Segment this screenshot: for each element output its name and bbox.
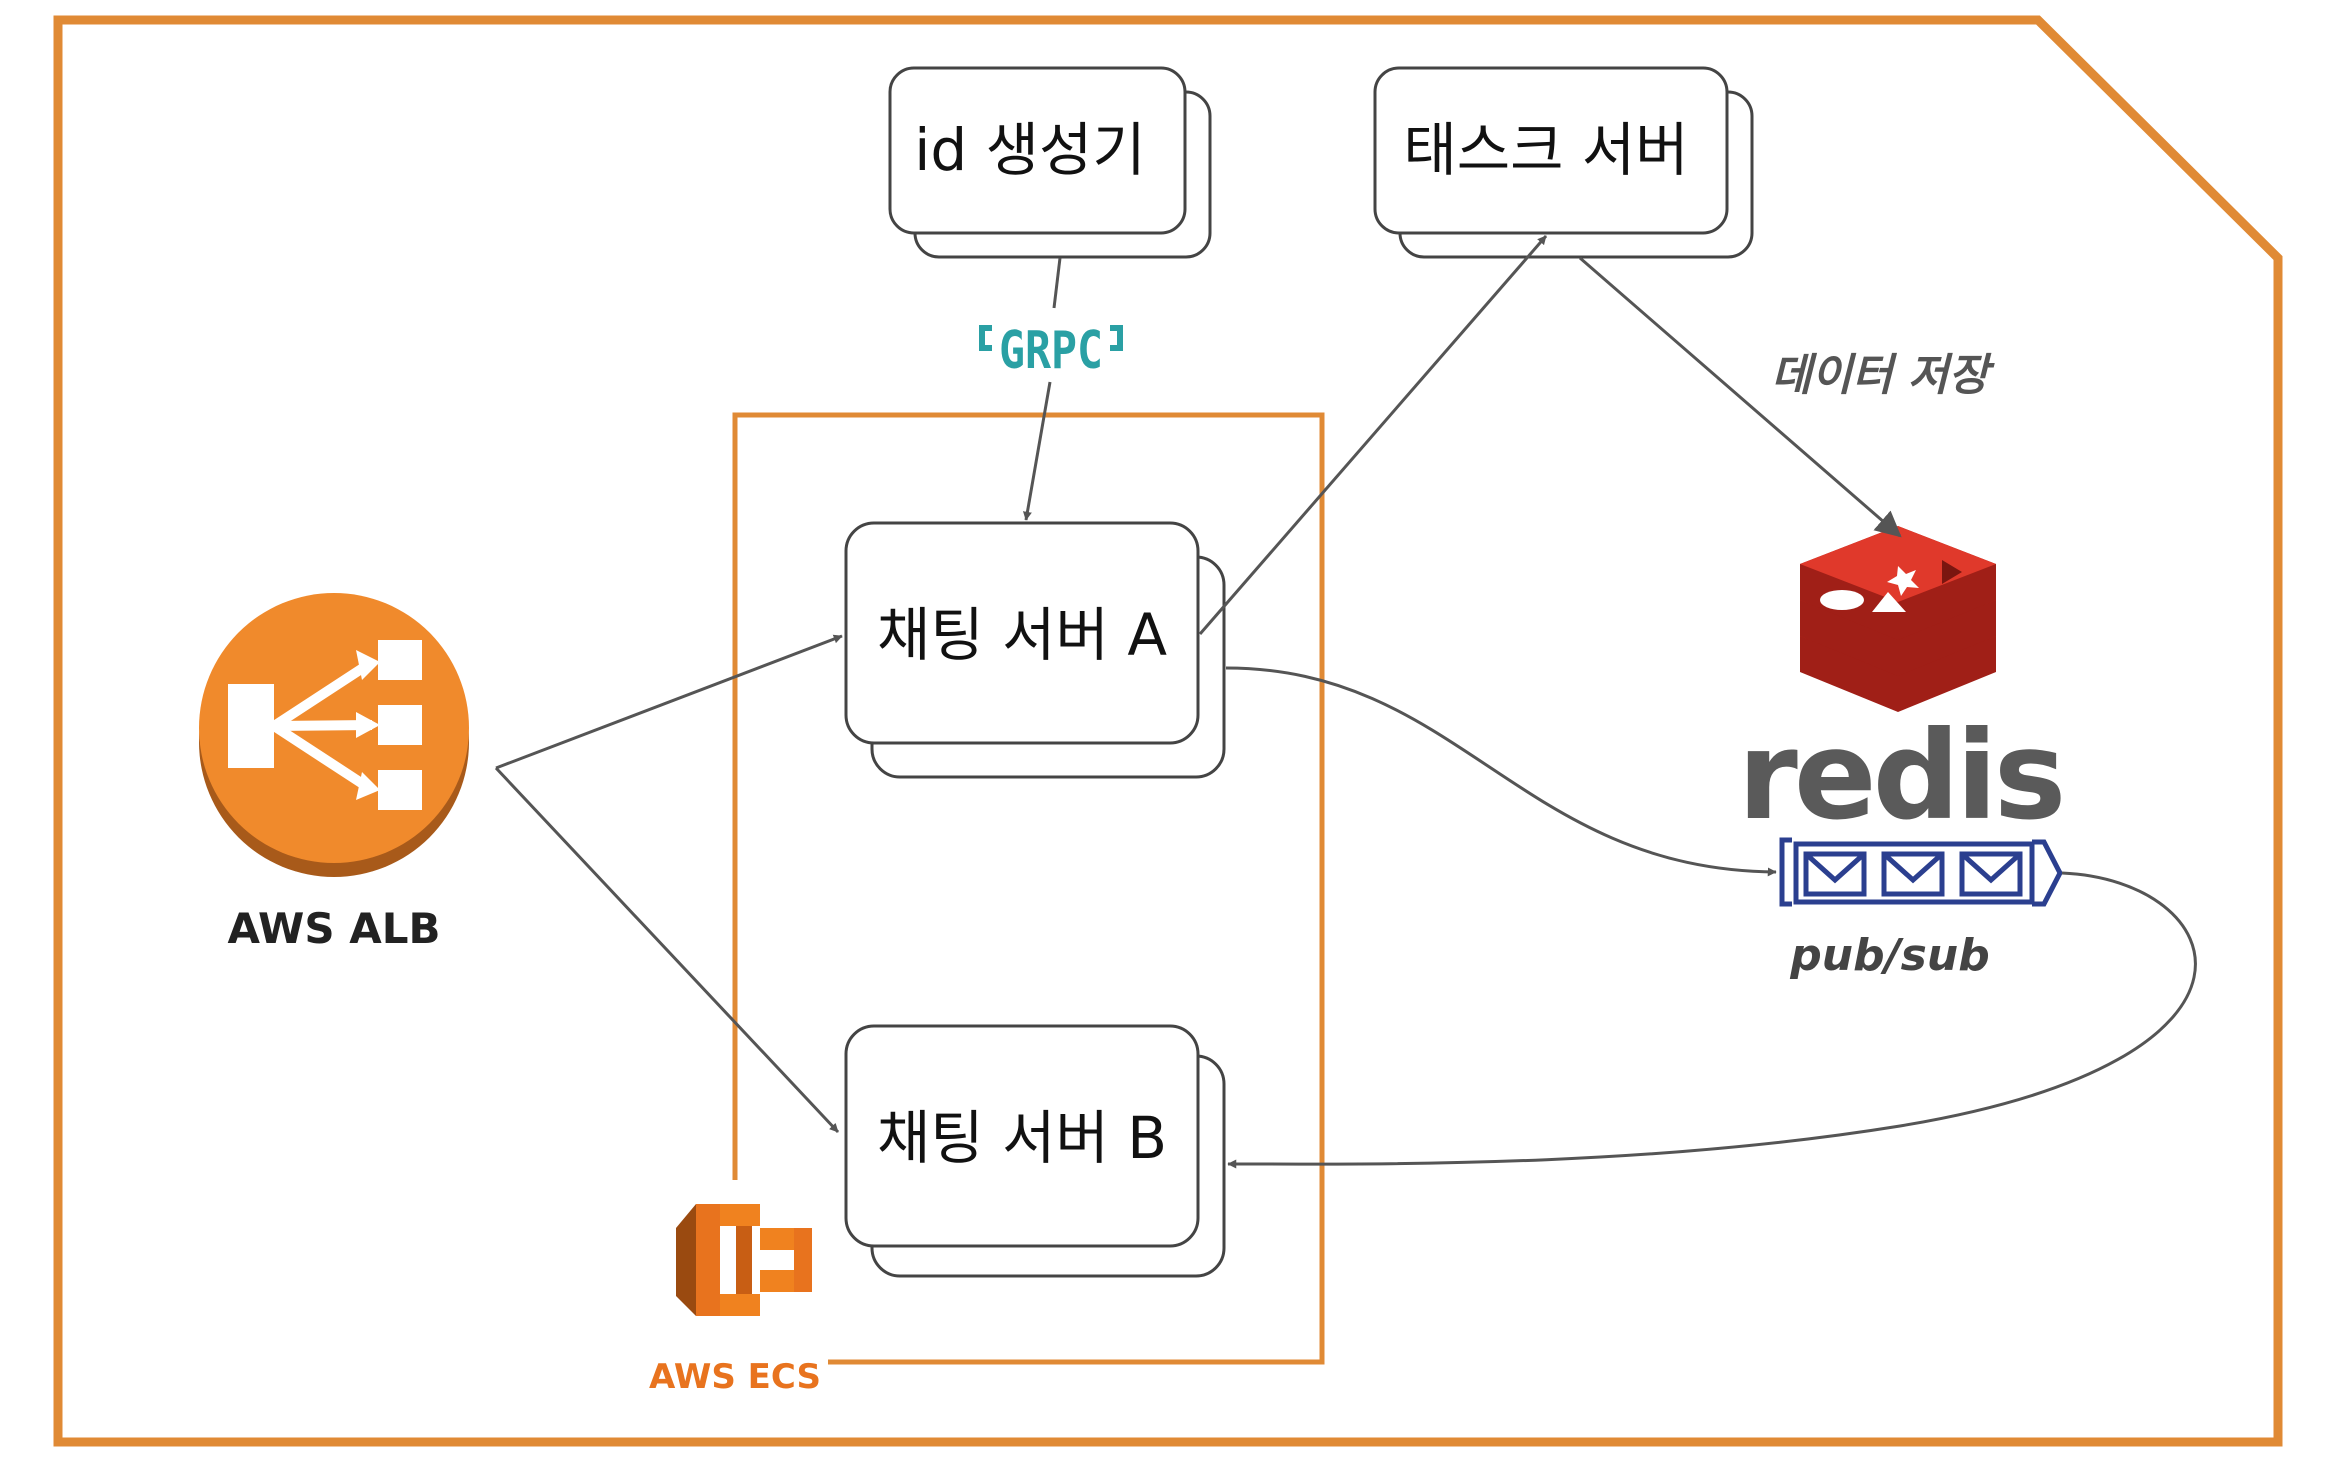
ecs-label: AWS ECS xyxy=(649,1357,821,1397)
edge-idgen-grpc xyxy=(1052,257,1062,309)
id-generator-label: id 생성기 xyxy=(914,116,1145,184)
redis-label: redis xyxy=(1738,705,2063,847)
data-store-label: 데이터 저장 xyxy=(1771,350,1995,401)
edge-pubsub-chat-b xyxy=(1227,871,2197,1169)
task-server-node[interactable]: 태스크 서버 xyxy=(1373,66,1754,259)
connectors xyxy=(494,235,2197,1169)
load-balancer-icon xyxy=(199,593,469,877)
edge-chat-a-pubsub xyxy=(1225,666,1777,877)
edge-grpc-chat-a xyxy=(1022,381,1052,521)
chat-server-b-label: 채팅 서버 B xyxy=(877,1104,1167,1172)
outer-frame xyxy=(53,15,2283,1447)
chat-server-a-node[interactable]: 채팅 서버 A xyxy=(844,521,1226,779)
message-queue-icon xyxy=(1779,837,2063,907)
redis-logo: redis xyxy=(1738,526,2066,847)
id-generator-node[interactable]: id 생성기 xyxy=(888,66,1212,259)
edge-alb-chat-b xyxy=(494,766,840,1134)
task-server-label: 태스크 서버 xyxy=(1403,116,1688,184)
chat-server-a-label: 채팅 서버 A xyxy=(877,601,1167,669)
grpc-logo: GRPC xyxy=(979,321,1123,381)
grpc-label: GRPC xyxy=(999,321,1103,381)
ecs-icon xyxy=(676,1204,812,1316)
chat-server-b-node[interactable]: 채팅 서버 B xyxy=(844,1024,1226,1278)
edge-task-redis xyxy=(1579,256,1902,538)
ecs-cluster-boundary xyxy=(732,412,1325,1365)
edge-chat-a-task xyxy=(1198,235,1548,635)
alb-label: AWS ALB xyxy=(227,904,440,953)
pubsub-label: pub/sub xyxy=(1789,930,1989,981)
edge-alb-chat-a xyxy=(495,634,843,770)
